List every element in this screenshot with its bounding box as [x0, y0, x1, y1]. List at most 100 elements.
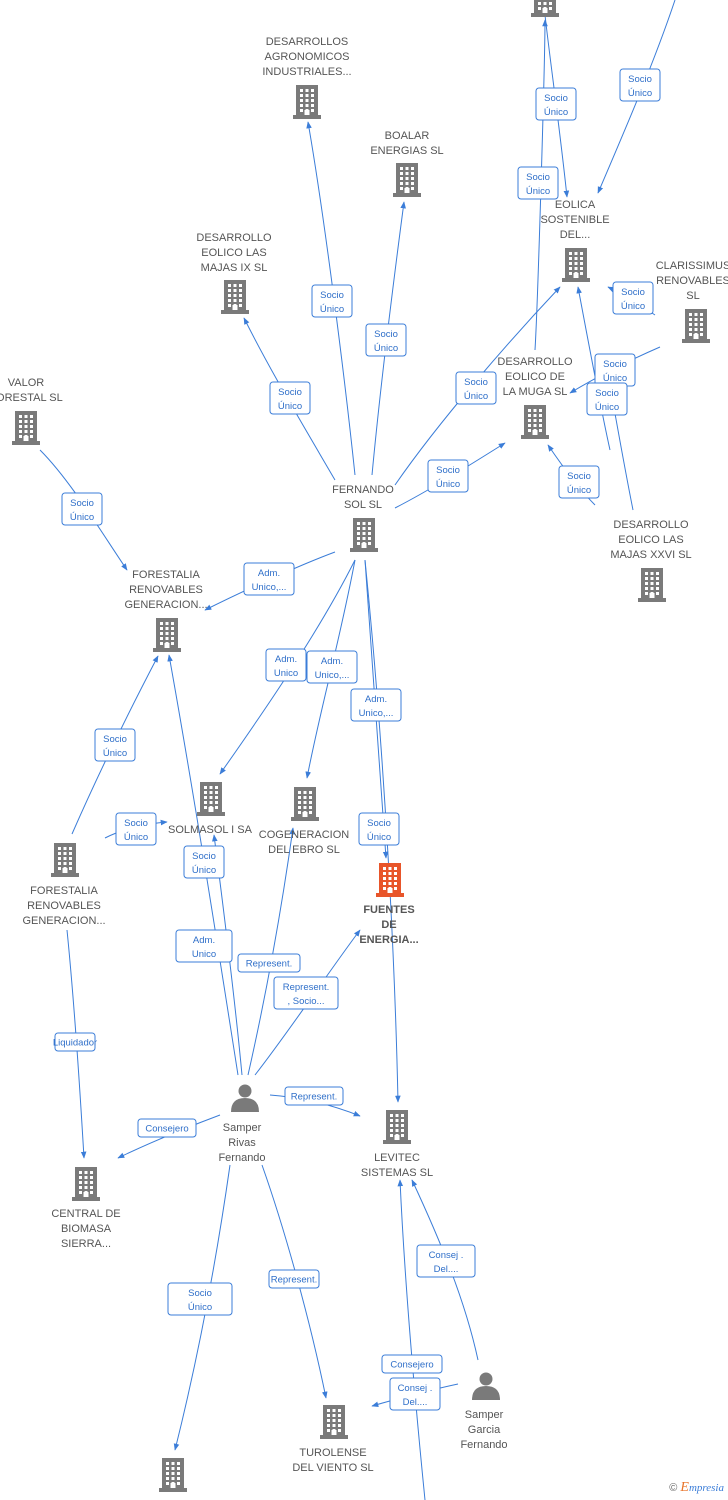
edge-label[interactable]: Liquidador: [53, 1032, 97, 1052]
edge-label-text: Socio: [464, 377, 488, 388]
node-label-desarrollo-eolico-muga: EOLICO DE: [505, 371, 565, 383]
edge-label[interactable]: Adm.Unico,...: [306, 650, 358, 684]
edge-label-box: [269, 381, 311, 415]
edge-label-text: Único: [367, 832, 391, 843]
node-bottom-building[interactable]: [159, 1458, 187, 1492]
edge-label[interactable]: Adm.Unico: [175, 929, 233, 963]
node-label-fuentes-energia: ENERGIA...: [359, 934, 418, 946]
node-forestalia-1[interactable]: FORESTALIARENOVABLESGENERACION...: [124, 569, 208, 652]
node-label-forestalia-2: FORESTALIA: [30, 885, 98, 897]
edge-label[interactable]: Consej .Del....: [416, 1244, 476, 1278]
edge-label-box: [558, 465, 600, 499]
edge-label[interactable]: Represent.: [268, 1269, 320, 1289]
edge-label-text: Socio: [192, 851, 216, 862]
edge-label-box: [273, 976, 339, 1010]
building-icon: [350, 518, 378, 552]
node-central-biomasa[interactable]: CENTRAL DEBIOMASASIERRA...: [51, 1167, 121, 1250]
edge-label-text: Único: [70, 512, 94, 523]
edge-label-text: Socio: [544, 93, 568, 104]
node-solmasol[interactable]: SOLMASOL I SA: [168, 782, 253, 836]
edge-label-box: [586, 382, 628, 416]
edge-label-text: Único: [595, 402, 619, 413]
edge-label[interactable]: Represent., Socio...: [273, 976, 339, 1010]
node-label-desarrollo-eolico-xxvi: EOLICO LAS: [618, 534, 683, 546]
node-label-fernando-sol: FERNANDO: [332, 484, 394, 496]
building-icon: [221, 280, 249, 314]
edge-label-box: [306, 650, 358, 684]
node-desarrollos-agronomicos[interactable]: DESARROLLOSAGRONOMICOSINDUSTRIALES...: [262, 36, 352, 119]
node-label-forestalia-1: FORESTALIA: [132, 569, 200, 581]
edge-label[interactable]: Represent.: [284, 1086, 344, 1106]
building-icon: [72, 1167, 100, 1201]
edge-label[interactable]: Adm.Unico,...: [350, 688, 402, 722]
edge-label-box: [137, 1118, 197, 1138]
building-icon: [320, 1405, 348, 1439]
building-icon: [638, 568, 666, 602]
edge-label[interactable]: Adm.Unico,...: [243, 562, 295, 596]
building-icon: [197, 782, 225, 816]
node-label-samper-garcia: Fernando: [460, 1439, 507, 1451]
building-icon: [12, 411, 40, 445]
node-valor-forestal[interactable]: VALORFORESTAL SL: [0, 377, 63, 445]
edge-label[interactable]: Consejero: [381, 1354, 443, 1374]
edge-label-box: [358, 812, 400, 846]
node-label-samper-garcia: Garcia: [468, 1424, 501, 1436]
edge-label-text: Socio: [603, 359, 627, 370]
edge-label[interactable]: Represent.: [237, 953, 301, 973]
edge-label-layer: SocioÚnicoSocioÚnicoSocioÚnicoSocioÚnico…: [53, 68, 661, 1411]
node-fuentes-energia[interactable]: FUENTESDEENERGIA...: [359, 863, 419, 946]
edge-label-text: Adm.: [193, 935, 215, 946]
building-icon: [153, 618, 181, 652]
building-icon: [393, 163, 421, 197]
building-icon: [562, 248, 590, 282]
edge-label-text: Socio: [526, 172, 550, 183]
edge-label-text: Socio: [436, 465, 460, 476]
edge-label[interactable]: Adm.Unico: [265, 648, 307, 682]
edge-label-text: Socio: [188, 1288, 212, 1299]
edge-label-text: Del....: [434, 1264, 459, 1275]
node-eolica-sostenible[interactable]: EOLICASOSTENIBLEDEL...: [540, 199, 610, 282]
edge-line: [247, 827, 295, 1076]
empresia-footer[interactable]: ©Empresia: [669, 1480, 724, 1496]
edge-label[interactable]: Consej .Del....: [389, 1377, 441, 1411]
node-label-samper-rivas: Samper: [223, 1122, 262, 1134]
node-top-building[interactable]: [531, 0, 559, 17]
edge-label-text: Único: [192, 865, 216, 876]
node-label-desarrollo-eolico-ix: EOLICO LAS: [201, 247, 266, 259]
node-label-central-biomasa: CENTRAL DE: [51, 1208, 120, 1220]
node-forestalia-2[interactable]: FORESTALIARENOVABLESGENERACION...: [22, 843, 106, 927]
edge-label-text: Socio: [567, 471, 591, 482]
node-label-eolica-sostenible: DEL...: [560, 229, 591, 241]
node-label-desarrollo-eolico-ix: MAJAS IX SL: [201, 262, 268, 274]
edge-label[interactable]: Consejero: [137, 1118, 197, 1138]
